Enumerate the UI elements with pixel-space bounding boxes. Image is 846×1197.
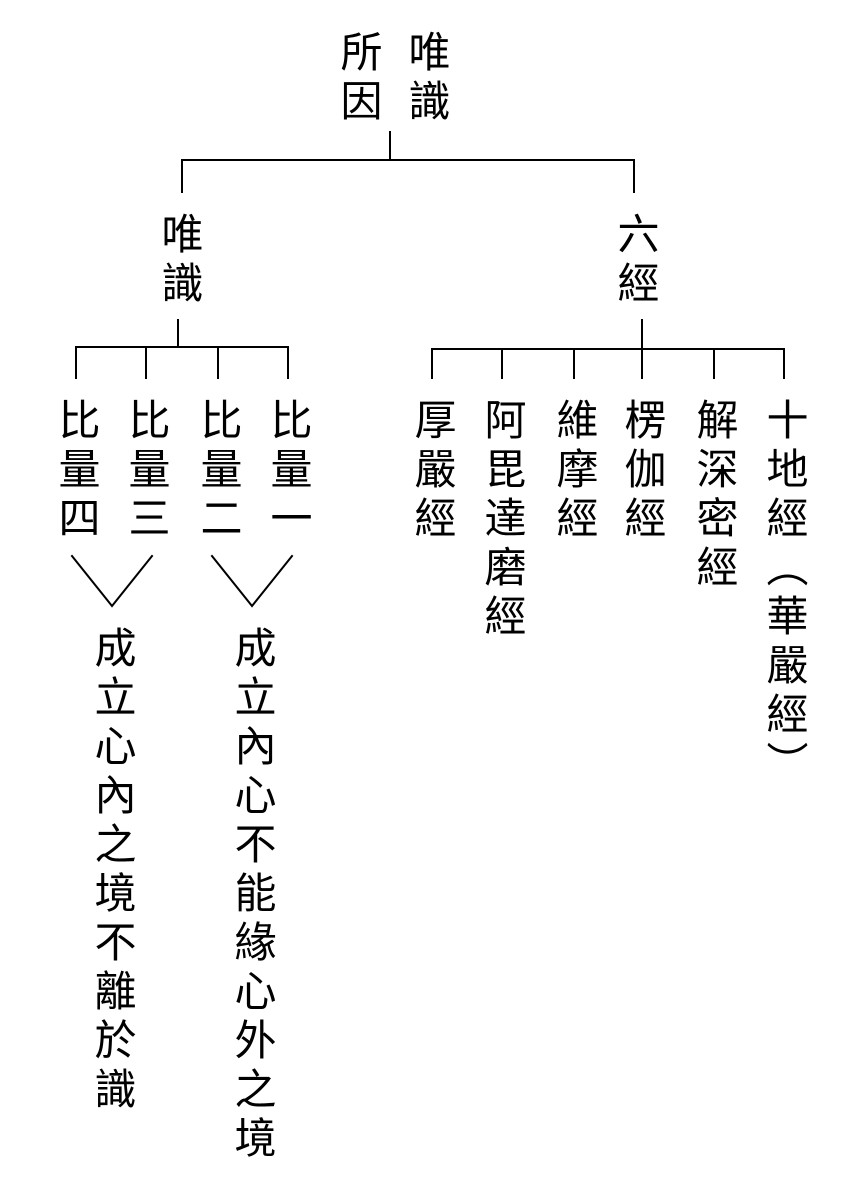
merge-connector-left <box>70 554 154 608</box>
sutra-item-3: 楞伽經 <box>618 398 667 545</box>
sutra-item-1: 十地經（華嚴經） <box>760 398 809 790</box>
sutra-item-4: 維摩經 <box>550 398 599 545</box>
sutra-item-2: 解深密經 <box>690 398 739 594</box>
merge-connector-right <box>210 554 294 608</box>
conclusion-right: 成立內心不能緣心外之境 <box>228 626 277 1165</box>
root-title-col2: 所因 <box>334 30 383 128</box>
left-branch-title: 唯識 <box>155 212 204 310</box>
left-item-3: 比量三 <box>122 398 171 545</box>
sutra-item-6: 厚嚴經 <box>408 398 457 545</box>
left-item-4: 比量四 <box>52 398 101 545</box>
sutra-item-5: 阿毘達磨經 <box>478 398 527 643</box>
left-item-1: 比量一 <box>264 398 313 545</box>
conclusion-left: 成立心內之境不離於識 <box>88 626 137 1116</box>
left-item-2: 比量二 <box>194 398 243 545</box>
right-branch-title: 六經 <box>611 212 660 310</box>
root-title-col1: 唯識 <box>402 30 451 128</box>
